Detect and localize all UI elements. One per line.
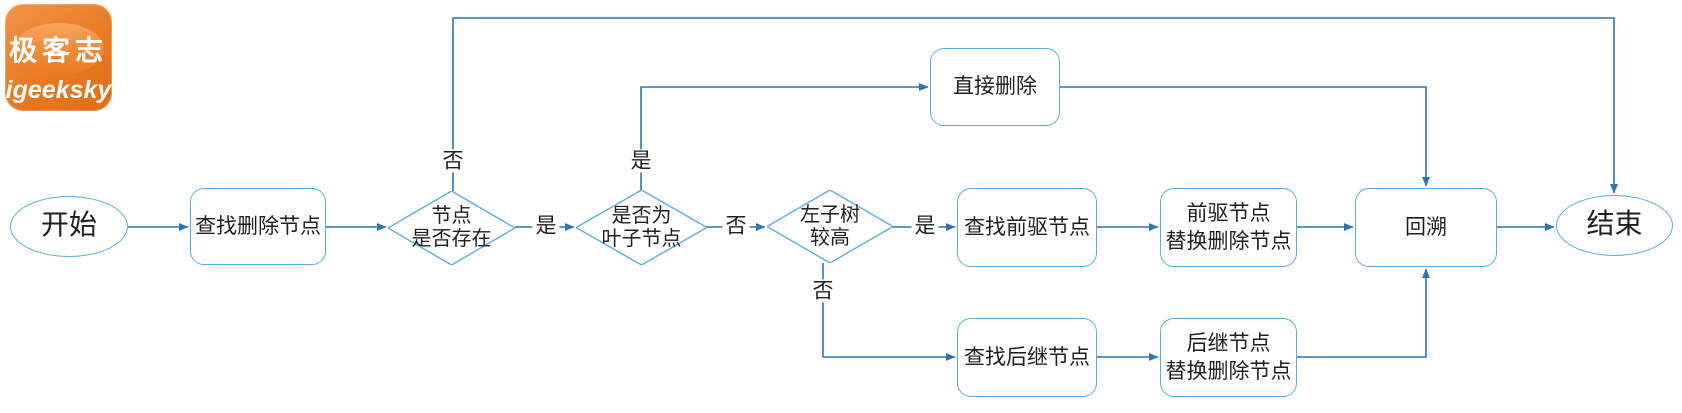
edge-label-leaf-no: 否	[722, 214, 750, 238]
node-predecessor-replace: 前驱节点 替换删除节点	[1160, 188, 1297, 267]
node-successor-replace: 后继节点 替换删除节点	[1160, 318, 1297, 397]
node-end: 结束	[1556, 195, 1673, 256]
edge-label-taller-yes: 是	[911, 214, 939, 238]
edge-label-leaf-yes: 是	[627, 149, 655, 173]
decision-is-leaf: 是否为 叶子节点	[576, 190, 707, 265]
edge-leaf-yes-to-direct-delete	[640, 83, 929, 190]
logo-highlight-ellipse	[14, 23, 104, 75]
logo-subtitle: igeeksky	[5, 76, 112, 104]
igeeksky-logo: 极客志 igeeksky	[5, 4, 112, 111]
diamond-shape	[767, 190, 893, 263]
node-find-successor: 查找后继节点	[957, 318, 1097, 397]
logo-title: 极客志	[8, 36, 108, 67]
edge-label-exists-yes: 是	[532, 214, 560, 238]
edge-direct-delete-to-backtrack	[1060, 86, 1430, 187]
decision-node-exists: 节点 是否存在	[388, 191, 515, 265]
node-find-delete: 查找删除节点	[190, 188, 326, 265]
node-direct-delete: 直接删除	[930, 48, 1060, 126]
edge-label-taller-no: 否	[809, 279, 837, 303]
decision-left-taller-label: 左子树 较高	[800, 203, 860, 249]
edge-taller-no-to-find-successor	[822, 263, 956, 361]
edge-exists-no-to-end	[452, 17, 1618, 194]
node-start: 开始	[10, 196, 128, 257]
decision-left-taller: 左子树 较高	[767, 190, 893, 263]
diamond-shape	[388, 191, 515, 265]
diamond-shape	[576, 190, 707, 265]
decision-node-exists-label: 节点 是否存在	[411, 205, 492, 250]
edge-successor-replace-to-backtrack	[1297, 268, 1430, 358]
node-backtrack: 回溯	[1355, 188, 1497, 267]
decision-is-leaf-label: 是否为 叶子节点	[601, 204, 682, 250]
edge-label-exists-no: 否	[439, 149, 467, 173]
node-find-predecessor: 查找前驱节点	[957, 188, 1097, 267]
